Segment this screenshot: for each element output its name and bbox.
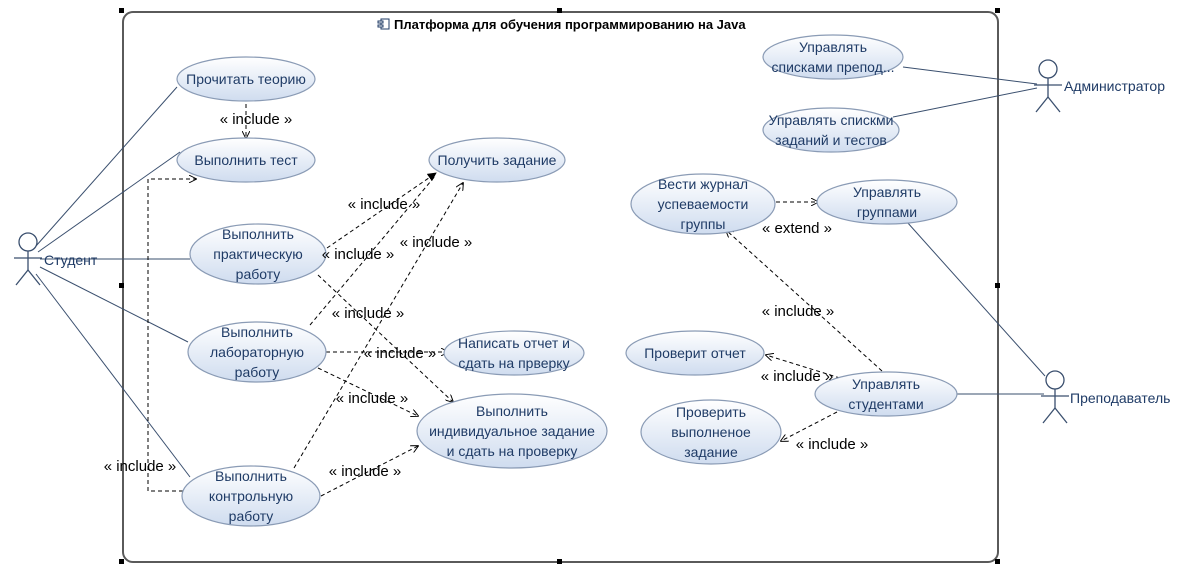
use-case-label: лабораторную	[210, 344, 304, 360]
use-case-label: Прочитать теорию	[186, 71, 306, 87]
use-case-label: Управлять	[799, 39, 867, 55]
extend-label: « extend »	[762, 220, 832, 237]
use-case-label: практическую	[213, 246, 303, 262]
use-case-journal[interactable]: Вести журнал успеваемости группы	[630, 173, 776, 235]
actor-student[interactable]: Студент	[14, 232, 98, 286]
assoc-student-lab	[39, 266, 189, 343]
component-icon	[377, 18, 390, 30]
include-label: « include »	[761, 368, 834, 385]
use-case-label: Выполнить	[221, 324, 293, 340]
assoc-student-control	[35, 273, 191, 478]
assoc-student-theory	[35, 86, 178, 247]
use-case-label: Выполнить	[215, 468, 287, 484]
use-case-label: контрольную	[209, 488, 293, 504]
actor-icon	[14, 232, 42, 286]
actor-label: Администратор	[1064, 78, 1165, 94]
dep-lab-individual	[317, 367, 418, 416]
use-case-label: Проверит отчет	[644, 345, 746, 361]
include-label: « include »	[322, 246, 395, 263]
actor-icon	[1041, 370, 1069, 424]
use-case-label: Управлять	[852, 376, 920, 392]
use-case-control[interactable]: Выполнить контрольную работу	[181, 465, 321, 527]
actor-teacher[interactable]: Преподаватель	[1041, 370, 1170, 424]
dep-lab-gettask	[309, 174, 437, 326]
frame-selection-handles	[119, 8, 1000, 564]
use-case-check-report[interactable]: Проверит отчет	[625, 330, 765, 376]
use-case-label: студентами	[848, 396, 923, 412]
use-case-label: группами	[857, 204, 917, 220]
use-case-label: выполненое	[671, 424, 751, 440]
dep-practical-gettask	[326, 172, 437, 249]
use-case-lab[interactable]: Выполнить лабораторную работу	[187, 321, 327, 383]
use-case-label: Вести журнал	[658, 176, 748, 192]
actor-icon	[1034, 59, 1062, 113]
include-label: « include »	[329, 463, 402, 480]
use-case-get-task[interactable]: Получить задание	[428, 137, 566, 183]
use-case-manage-teachers[interactable]: Управлять списками препод...	[762, 34, 904, 80]
use-case-students[interactable]: Управлять студентами	[814, 371, 958, 417]
include-label: « include »	[336, 390, 409, 407]
relationships	[35, 66, 1046, 497]
actor-admin[interactable]: Администратор	[1034, 59, 1165, 113]
include-label: « include »	[796, 436, 869, 453]
actor-label: Студент	[44, 252, 98, 268]
use-case-theory[interactable]: Прочитать теорию	[176, 56, 316, 102]
use-case-test[interactable]: Выполнить тест	[176, 137, 316, 183]
use-case-label: и сдать на проверку	[447, 443, 578, 459]
use-case-label: Выполнить тест	[194, 152, 298, 168]
use-case-groups[interactable]: Управлять группами	[816, 179, 958, 225]
use-case-practical[interactable]: Выполнить практическую работу	[189, 223, 327, 285]
use-case-label: Выполнить	[222, 226, 294, 242]
dep-control-test	[147, 179, 196, 492]
use-case-label: заданий и тестов	[775, 132, 887, 148]
use-case-label: работу	[235, 364, 280, 380]
use-case-check-done[interactable]: Проверить выполненое задание	[640, 399, 782, 465]
edge-labels: « include » « include » « include » « inclu…	[104, 111, 869, 480]
use-case-label: Выполнить	[476, 403, 548, 419]
include-label: « include »	[104, 458, 177, 475]
assoc-student-test	[37, 151, 181, 253]
use-case-label: успеваемости	[658, 196, 749, 212]
use-case-label: Получить задание	[438, 152, 557, 168]
include-label: « include »	[348, 196, 421, 213]
include-label: « include »	[332, 305, 405, 322]
use-case-label: работу	[229, 508, 274, 524]
actor-label: Преподаватель	[1070, 390, 1170, 406]
include-label: « include »	[762, 303, 835, 320]
use-case-label: индивидуальное задание	[429, 423, 595, 439]
dep-practical-individual	[317, 274, 453, 402]
dep-control-gettask	[293, 183, 463, 469]
use-case-label: задание	[684, 444, 738, 460]
use-case-label: работу	[236, 266, 281, 282]
use-case-label: Проверить	[676, 404, 746, 420]
use-case-label: Управлять спискми	[769, 112, 894, 128]
assoc-teacher-groups	[906, 221, 1046, 377]
assoc-admin-teachers	[902, 66, 1038, 85]
dep-students-checkdone	[781, 411, 838, 441]
system-title: Платформа для обучения программированию …	[394, 17, 746, 32]
use-case-individual[interactable]: Выполнить индивидуальное задание и сдать н…	[416, 393, 608, 469]
include-label: « include »	[220, 111, 293, 128]
dep-students-checkreport	[766, 355, 841, 379]
use-case-manage-tasks[interactable]: Управлять спискми заданий и тестов	[762, 107, 900, 153]
include-label: « include »	[400, 234, 473, 251]
use-case-label: Управлять	[853, 184, 921, 200]
use-case-label: Написать отчет и	[458, 335, 570, 351]
use-case-label: сдать на прверку	[458, 355, 569, 371]
use-case-label: группы	[681, 216, 726, 232]
dep-students-journal	[726, 230, 883, 372]
use-case-report[interactable]: Написать отчет и сдать на прверку	[443, 330, 585, 376]
include-label: « include »	[364, 345, 437, 362]
use-case-label: списками препод...	[771, 59, 894, 75]
assoc-admin-tasks	[892, 87, 1038, 118]
